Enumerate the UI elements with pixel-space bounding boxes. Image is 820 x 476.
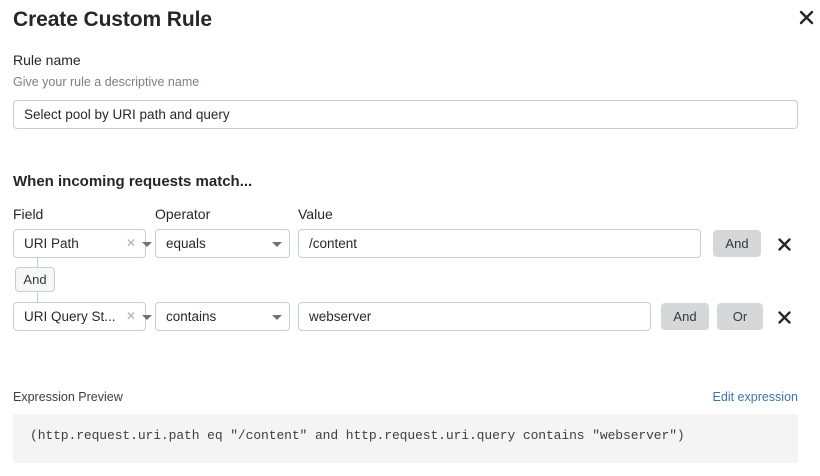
- close-small-icon[interactable]: ✕: [126, 236, 137, 250]
- expression-preview-label: Expression Preview: [13, 390, 123, 404]
- expression-preview-code-block: (http.request.uri.path eq "/content" and…: [13, 414, 798, 463]
- field-select-row-2[interactable]: URI Query St... ✕: [13, 302, 152, 331]
- chevron-down-icon: [142, 242, 152, 247]
- group-connector-line-bottom: [37, 291, 38, 302]
- field-select-row-1-value: URI Path: [24, 236, 79, 251]
- delete-row-1-button[interactable]: [774, 234, 794, 254]
- field-select-row-1[interactable]: URI Path ✕: [13, 229, 152, 258]
- and-button-row-1[interactable]: And: [713, 230, 761, 257]
- group-connector-and-chip[interactable]: And: [15, 267, 55, 292]
- column-header-field: Field: [13, 206, 44, 222]
- operator-select-row-1[interactable]: equals: [155, 229, 290, 258]
- operator-select-row-2[interactable]: contains: [155, 302, 290, 331]
- dialog-header: Create Custom Rule: [0, 0, 820, 44]
- or-button-row-2[interactable]: Or: [717, 303, 763, 330]
- page-title: Create Custom Rule: [13, 8, 212, 31]
- rule-name-help-text: Give your rule a descriptive name: [13, 75, 200, 89]
- edit-expression-link[interactable]: Edit expression: [712, 390, 798, 404]
- match-section-heading: When incoming requests match...: [13, 173, 253, 190]
- chevron-down-icon: [272, 242, 282, 247]
- chevron-down-icon: [272, 315, 282, 320]
- delete-row-2-button[interactable]: [774, 307, 794, 327]
- rule-name-input[interactable]: [13, 100, 798, 129]
- column-header-value: Value: [298, 206, 333, 222]
- and-button-row-2[interactable]: And: [661, 303, 709, 330]
- column-header-operator: Operator: [155, 206, 211, 222]
- close-icon[interactable]: [795, 6, 817, 28]
- group-connector-line-top: [37, 258, 38, 268]
- operator-select-row-1-value: equals: [166, 236, 206, 251]
- chevron-down-icon: [142, 315, 152, 320]
- value-input-row-2[interactable]: [298, 302, 651, 331]
- rule-name-label: Rule name: [13, 52, 81, 68]
- operator-select-row-2-value: contains: [166, 309, 217, 324]
- expression-preview-text: (http.request.uri.path eq "/content" and…: [30, 428, 685, 443]
- close-small-icon[interactable]: ✕: [126, 309, 137, 323]
- value-input-row-1[interactable]: [298, 229, 701, 258]
- field-select-row-2-value: URI Query St...: [24, 309, 116, 324]
